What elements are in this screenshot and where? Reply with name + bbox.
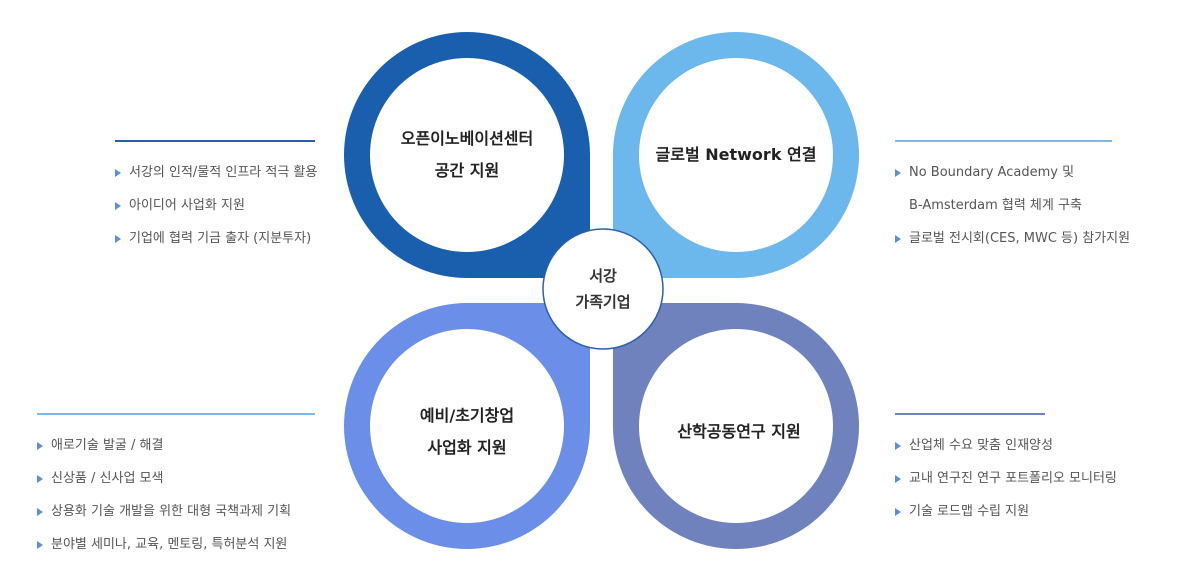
list-item: 서강의 인적/물적 인프라 적극 활용 [115,156,355,189]
triangle-bullet-icon [115,169,121,177]
triangle-bullet-icon [895,169,901,177]
panel-bottom-right: 산업체 수요 맞춤 인재양성 교내 연구진 연구 포트폴리오 모니터링 기술 로… [895,413,1165,528]
center-line1: 서강 [589,267,617,285]
petal-top-left-label: 오픈이노베이션센터 공간 지원 [367,123,567,187]
list-item: 상용화 기술 개발을 위한 대형 국책과제 기획 [37,495,337,528]
panel-bottom-right-rule [895,413,1045,415]
panel-top-left-list: 서강의 인적/물적 인프라 적극 활용 아이디어 사업화 지원 기업에 협력 기… [115,156,355,255]
triangle-bullet-icon [895,508,901,516]
petal-top-left-line1: 오픈이노베이션센터 [400,129,534,148]
petal-bottom-left-inner [370,329,564,523]
panel-top-left-rule [115,140,315,142]
triangle-bullet-icon [37,475,43,483]
list-item: 글로벌 전시회(CES, MWC 등) 참가지원 [895,222,1165,255]
triangle-bullet-icon [115,235,121,243]
triangle-bullet-icon [37,442,43,450]
panel-top-right-rule [895,140,1112,142]
petal-top-left-line2: 공간 지원 [434,161,500,180]
petal-bottom-left-line1: 예비/초기창업 [419,406,515,425]
list-item: 아이디어 사업화 지원 [115,189,355,222]
panel-bottom-right-list: 산업체 수요 맞춤 인재양성 교내 연구진 연구 포트폴리오 모니터링 기술 로… [895,429,1165,528]
petal-top-right-label: 글로벌 Network 연결 [636,139,836,171]
panel-top-left: 서강의 인적/물적 인프라 적극 활용 아이디어 사업화 지원 기업에 협력 기… [115,140,355,255]
petal-top-right-line1: 글로벌 Network 연결 [655,145,817,164]
petal-bottom-right-inner [639,329,833,523]
center-line2: 가족기업 [575,293,631,311]
triangle-bullet-icon [115,202,121,210]
petal-top-left-inner [370,58,564,252]
list-item: 분야별 세미나, 교육, 멘토링, 특허분석 지원 [37,528,337,561]
triangle-bullet-icon [895,235,901,243]
list-item: 산업체 수요 맞춤 인재양성 [895,429,1165,462]
list-item: 기술 로드맵 수립 지원 [895,495,1165,528]
list-item: 기업에 협력 기금 출자 (지분투자) [115,222,355,255]
list-item: 애로기술 발굴 / 해결 [37,429,337,462]
panel-bottom-left-rule [37,413,315,415]
petal-bottom-left-label: 예비/초기창업 사업화 지원 [367,400,567,464]
list-item: 교내 연구진 연구 포트폴리오 모니터링 [895,462,1165,495]
center-label: 서강 가족기업 [543,229,663,349]
petal-bottom-left-line2: 사업화 지원 [427,438,507,457]
petal-bottom-right-label: 산학공동연구 지원 [639,416,839,448]
triangle-bullet-icon [37,508,43,516]
panel-bottom-left: 애로기술 발굴 / 해결 신상품 / 신사업 모색 상용화 기술 개발을 위한 … [37,413,337,561]
triangle-bullet-icon [37,541,43,549]
center-circle [542,228,664,350]
petal-bottom-right-line1: 산학공동연구 지원 [677,422,801,441]
petal-top-right-inner [639,58,833,252]
triangle-bullet-icon [895,442,901,450]
list-item: 신상품 / 신사업 모색 [37,462,337,495]
panel-bottom-left-list: 애로기술 발굴 / 해결 신상품 / 신사업 모색 상용화 기술 개발을 위한 … [37,429,337,561]
triangle-bullet-icon [895,475,901,483]
